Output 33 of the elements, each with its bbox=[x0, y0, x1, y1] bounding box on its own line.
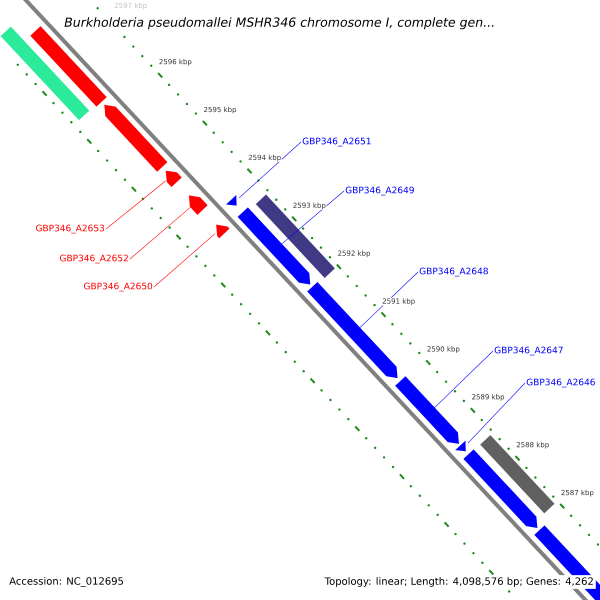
title: Burkholderia pseudomallei MSHR346 chromosome I, complete gen... bbox=[62, 14, 498, 32]
gene-label: GBP346_A2646 bbox=[526, 378, 595, 388]
gene-bar bbox=[0, 26, 90, 120]
gene-block bbox=[188, 195, 208, 215]
gene-label: GBP346_A2653 bbox=[36, 224, 104, 234]
gene-block bbox=[238, 207, 310, 285]
gene-block bbox=[216, 224, 230, 238]
gene-block bbox=[307, 282, 398, 378]
gene-block bbox=[226, 194, 237, 206]
gene-label: GBP346_A2649 bbox=[346, 186, 414, 196]
gene-bar bbox=[256, 194, 335, 278]
gene-label: GBP346_A2647 bbox=[494, 346, 563, 356]
gene-bar bbox=[30, 26, 107, 107]
gene-block bbox=[395, 376, 459, 444]
leader-line bbox=[238, 142, 302, 198]
footer-text: Topology: linear; Length: 4,098,576 bp; Genes: 4,262 bbox=[322, 575, 596, 589]
gene-block bbox=[166, 170, 182, 188]
gene-label: GBP346_A2650 bbox=[84, 282, 152, 292]
leader-line bbox=[360, 272, 418, 328]
footer-text: Accession: NC_012695 bbox=[7, 575, 126, 589]
gene-label: GBP346_A2651 bbox=[302, 138, 371, 146]
leader-line bbox=[154, 233, 216, 288]
gene-block bbox=[455, 440, 466, 452]
gene-bar bbox=[480, 435, 554, 514]
gene-label: GBP346_A2648 bbox=[420, 268, 488, 276]
leader-line bbox=[130, 207, 191, 260]
gene-block bbox=[463, 449, 538, 528]
leader-line bbox=[468, 382, 526, 444]
gene-block bbox=[104, 104, 168, 172]
gene-label: GBP346_A2652 bbox=[60, 254, 128, 264]
leader-line bbox=[434, 350, 494, 408]
leader-line bbox=[282, 190, 344, 244]
leader-line bbox=[106, 180, 166, 230]
